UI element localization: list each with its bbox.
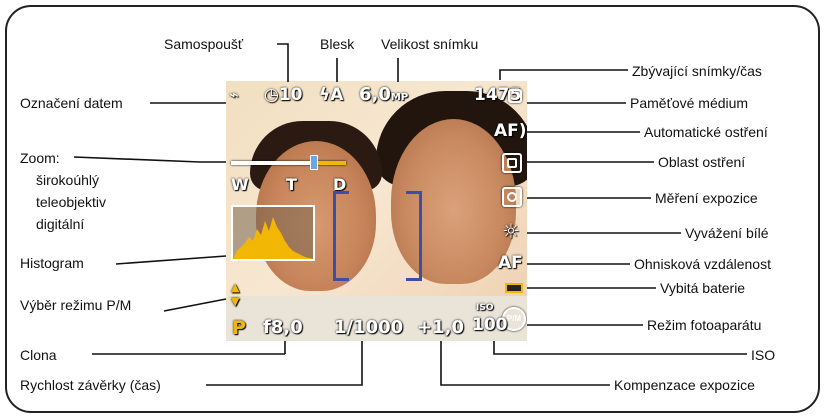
label-zoom-tele: teleobjektiv bbox=[36, 194, 107, 210]
photo-shirts bbox=[226, 296, 527, 341]
flash-mode-value: A bbox=[330, 85, 344, 105]
picture-size-unit: MP bbox=[390, 92, 409, 103]
label-picture-size: Velikost snímku bbox=[381, 36, 479, 52]
label-mode-select: Výběr režimu P/M bbox=[20, 297, 132, 313]
label-shutter-speed: Rychlost závěrky (čas) bbox=[20, 377, 161, 393]
focus-bracket-left bbox=[333, 191, 349, 281]
self-timer-icon: ◷10 bbox=[264, 85, 303, 105]
auto-focus-mode-value: AF) bbox=[494, 121, 527, 141]
date-stamp-icon: ⌁ bbox=[229, 85, 239, 104]
label-auto-focus: Automatické ostření bbox=[644, 124, 768, 140]
label-focus-zone: Oblast ostření bbox=[658, 154, 746, 170]
mode-up-arrow-icon: ▲ bbox=[231, 281, 240, 294]
flash-icon: ϟA bbox=[319, 85, 344, 105]
exposure-compensation-value: +1,0 bbox=[417, 317, 464, 338]
picture-size-value: 6,0MP bbox=[359, 84, 409, 105]
camera-lcd-screen: ⌁ ◷10 ϟA 6,0MP 1475 AF) ☼ AF P/M W T D ▲… bbox=[226, 81, 527, 341]
shutter-speed-value: 1/1000 bbox=[334, 317, 404, 338]
iso-value: 100 bbox=[472, 315, 508, 335]
label-histogram: Histogram bbox=[20, 255, 84, 271]
exposure-metering-icon bbox=[502, 187, 522, 207]
focus-zone-icon bbox=[502, 153, 522, 173]
label-pictures-remaining: Zbývající snímky/čas bbox=[632, 63, 762, 79]
label-low-battery: Vybitá baterie bbox=[660, 280, 746, 296]
label-zoom-wide: širokoúhlý bbox=[36, 172, 100, 188]
camera-mode-badge: P/M bbox=[502, 307, 526, 331]
label-aperture: Clona bbox=[20, 347, 57, 363]
aperture-value: f8,0 bbox=[263, 317, 303, 338]
label-memory: Paměťové médium bbox=[630, 95, 749, 111]
zoom-bar bbox=[231, 161, 346, 165]
histogram-graph bbox=[233, 217, 313, 259]
label-zoom: Zoom: bbox=[20, 150, 60, 166]
focal-length-af-value: AF bbox=[498, 253, 523, 273]
zoom-tele-label: T bbox=[286, 175, 297, 194]
label-self-timer: Samospoušť bbox=[164, 36, 244, 52]
label-camera-mode: Režim fotoaparátu bbox=[647, 317, 762, 333]
white-balance-icon: ☼ bbox=[502, 219, 520, 243]
zoom-digital-range bbox=[312, 161, 346, 165]
label-date-stamp: Označení datem bbox=[20, 95, 123, 111]
label-white-balance: Vyvážení bílé bbox=[685, 225, 769, 241]
zoom-wide-label: W bbox=[231, 175, 249, 194]
low-battery-icon bbox=[505, 283, 523, 293]
label-zoom-digital: digitální bbox=[36, 216, 85, 232]
callout-frame bbox=[5, 5, 820, 413]
label-focal-length: Ohnisková vzdálenost bbox=[634, 256, 771, 272]
photo-subject-girl bbox=[391, 119, 516, 284]
iso-label: ISO bbox=[476, 303, 494, 313]
zoom-digital-label: D bbox=[333, 175, 347, 194]
focus-bracket-right bbox=[406, 191, 422, 281]
mode-down-arrow-icon: ▼ bbox=[231, 295, 240, 308]
label-exposure-metering: Měření expozice bbox=[655, 190, 758, 206]
label-iso: ISO bbox=[751, 347, 776, 363]
memory-card-icon bbox=[508, 89, 522, 103]
histogram-box bbox=[231, 205, 315, 261]
zoom-position-marker bbox=[310, 155, 318, 170]
exposure-mode-value: P bbox=[232, 317, 246, 339]
label-flash: Blesk bbox=[320, 36, 355, 52]
label-exposure-compensation: Kompenzace expozice bbox=[614, 377, 755, 393]
self-timer-value: 10 bbox=[278, 85, 303, 105]
